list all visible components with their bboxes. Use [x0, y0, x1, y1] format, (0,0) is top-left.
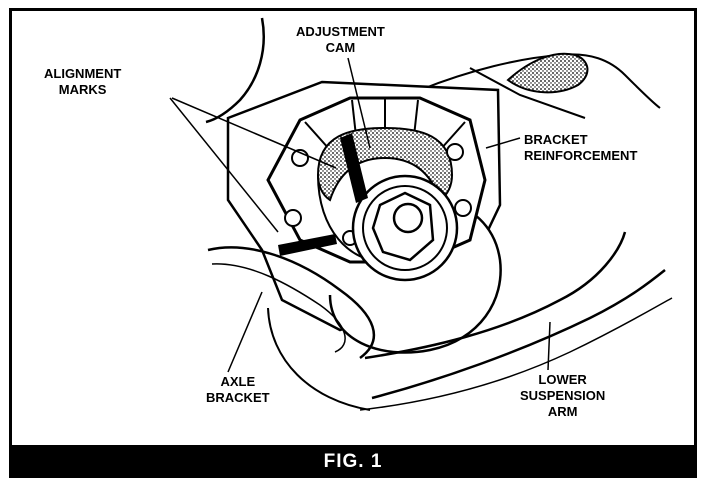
- lower-suspension-arm-upper: [364, 231, 627, 360]
- alignment-mark-upper: [340, 133, 368, 203]
- figure-caption: FIG. 1: [323, 450, 383, 472]
- axle-bracket-lower: [211, 263, 346, 353]
- bracket-edge-line: [469, 67, 586, 119]
- label-bracket-reinforcement: BRACKET REINFORCEMENT: [524, 132, 638, 163]
- upper-body-panel: [205, 17, 265, 124]
- alignment-mark-lower: [278, 234, 337, 256]
- upper-right-panel: [419, 53, 661, 109]
- label-lower-suspension-arm: LOWER SUSPENSION ARM: [520, 372, 606, 419]
- axle-bracket-curve: [267, 307, 371, 411]
- lower-suspension-arm-lower: [371, 269, 666, 400]
- label-axle-bracket: AXLE BRACKET: [206, 374, 270, 405]
- label-adjustment-cam: ADJUSTMENT CAM: [296, 24, 385, 55]
- bolt-end: [392, 202, 424, 234]
- lower-suspension-arm-edge: [359, 297, 673, 411]
- upper-right-bolt: [506, 52, 589, 94]
- leader-lines: [169, 57, 551, 373]
- label-alignment-marks: ALIGNMENT MARKS: [44, 66, 122, 97]
- figure-caption-bar: FIG. 1: [9, 445, 697, 478]
- axle-bracket: [207, 246, 376, 360]
